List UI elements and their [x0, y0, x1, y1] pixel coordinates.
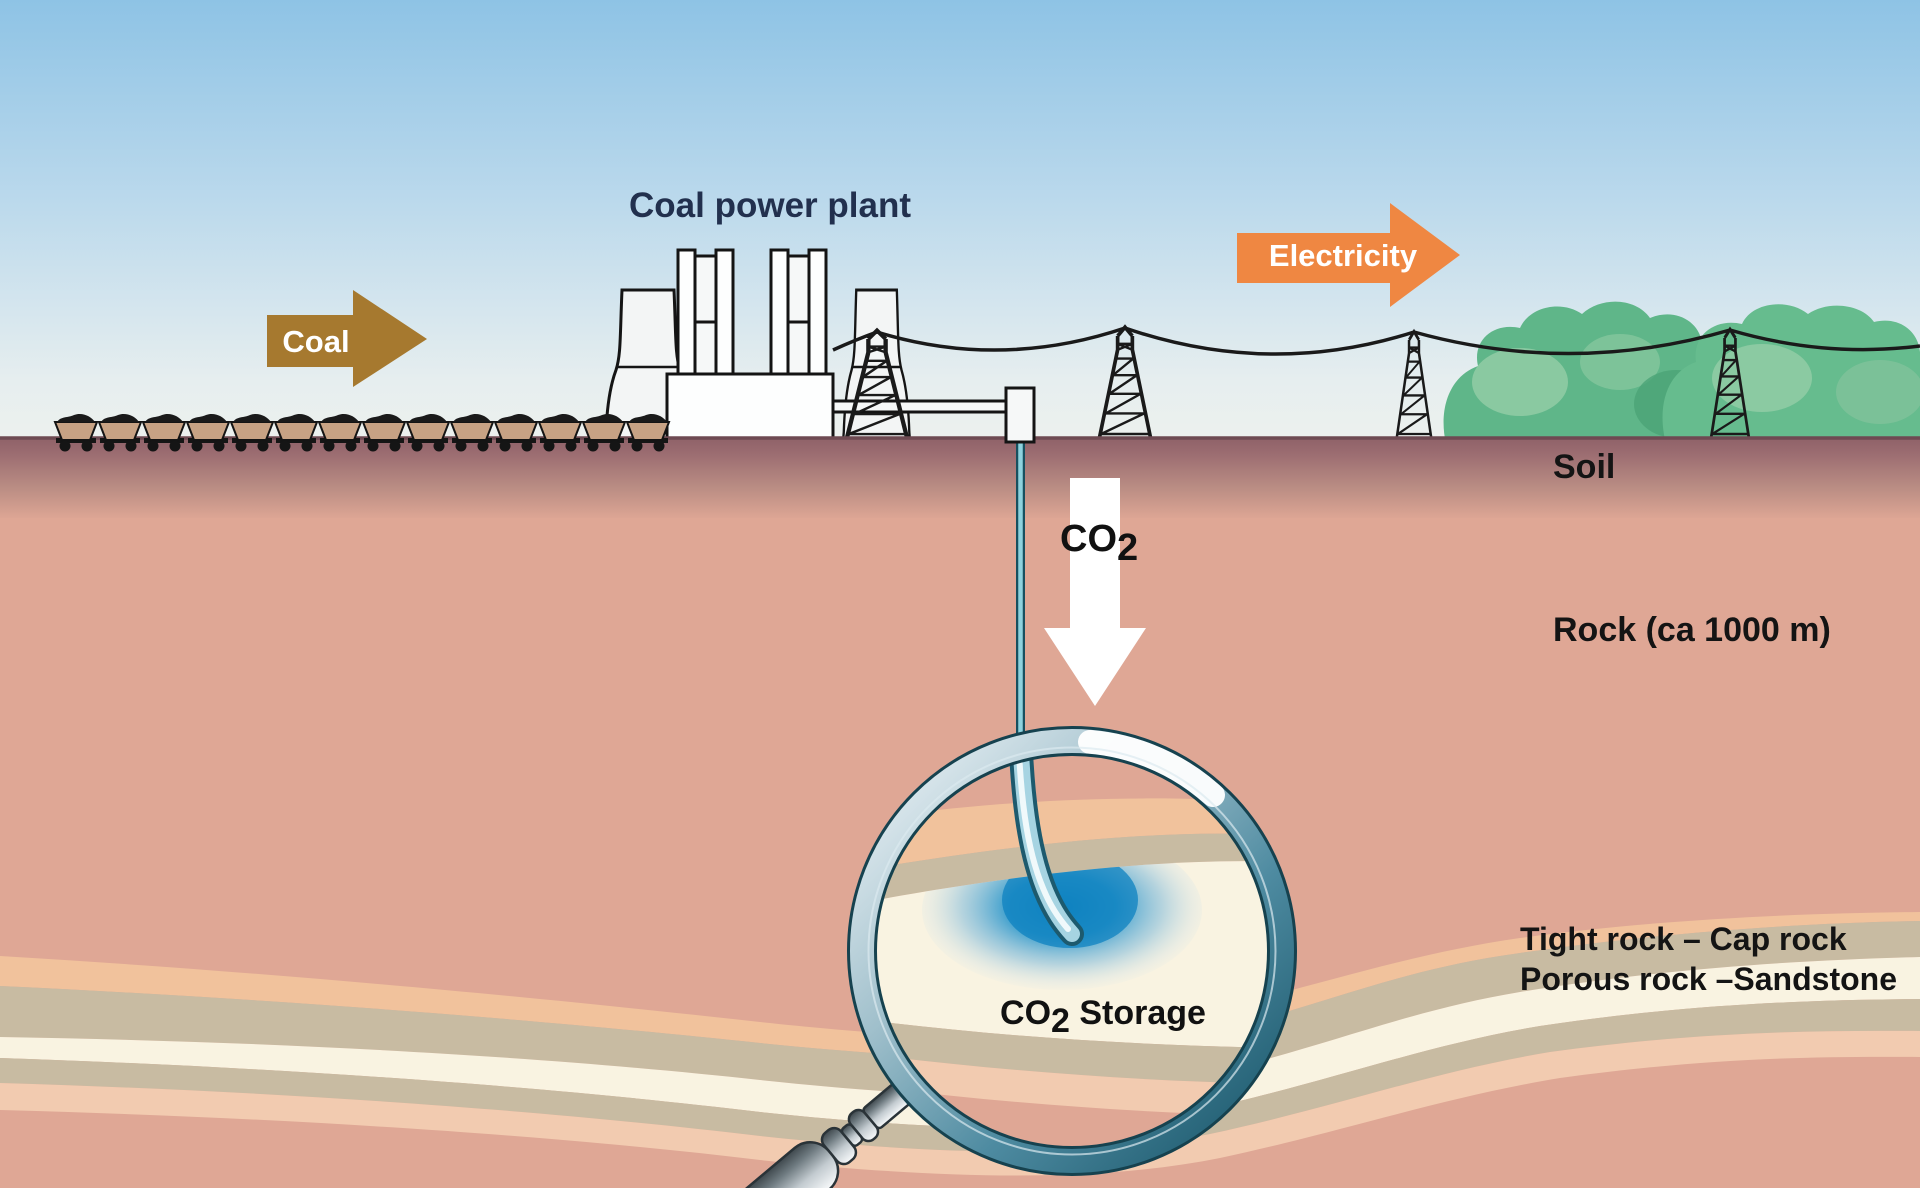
soil-band [0, 437, 1920, 520]
label-co2-storage: CO2 Storage [1000, 994, 1206, 1040]
label-soil: Soil [1553, 448, 1615, 486]
tree-icon [1472, 348, 1568, 416]
layer-sandstone [0, 957, 1920, 1128]
label-plant: Coal power plant [629, 186, 911, 225]
layer-peach [0, 912, 1920, 1058]
label-coal: Coal [282, 324, 349, 359]
lens-layer-peach [875, 798, 1269, 872]
power-lines [832, 326, 1920, 356]
magnifier-handle [616, 1077, 917, 1188]
label-rock: Rock (ca 1000 m) [1553, 611, 1831, 649]
smokestack-icon [769, 248, 828, 377]
tree-icon [1712, 344, 1812, 412]
co2-surface-pipe [831, 399, 1008, 414]
coal-power-plant [603, 248, 912, 450]
co2-arrow-icon [1044, 478, 1146, 706]
lens-layer-cap-rock-lower [875, 1018, 1269, 1084]
lens-layer-light-peach [875, 1052, 1269, 1116]
layer-light-peach [0, 1030, 1920, 1176]
smokestack-icon [676, 248, 735, 377]
plant-building [665, 372, 835, 450]
lens-layer-cap-rock [875, 833, 1269, 905]
label-porous-rock: Porous rock –Sandstone [1520, 961, 1897, 997]
wellhead [1004, 386, 1036, 444]
label-electricity: Electricity [1269, 238, 1418, 273]
label-co2: CO2 [1060, 518, 1138, 569]
layer-cap-rock [0, 921, 1920, 1096]
trees [1443, 301, 1920, 444]
label-tight-rock: Tight rock – Cap rock [1520, 921, 1847, 957]
magnifier-ring [847, 726, 1297, 1176]
layer-cap-rock-lower [0, 999, 1920, 1152]
magnifier-view: CO2 Storage [875, 754, 1269, 1148]
geological-layers [0, 912, 1920, 1176]
lens-pipe [1008, 754, 1084, 946]
tree-icon [1836, 360, 1920, 424]
electricity-arrow-icon: Electricity [1237, 203, 1460, 307]
coal-arrow-icon: Coal [267, 290, 427, 387]
